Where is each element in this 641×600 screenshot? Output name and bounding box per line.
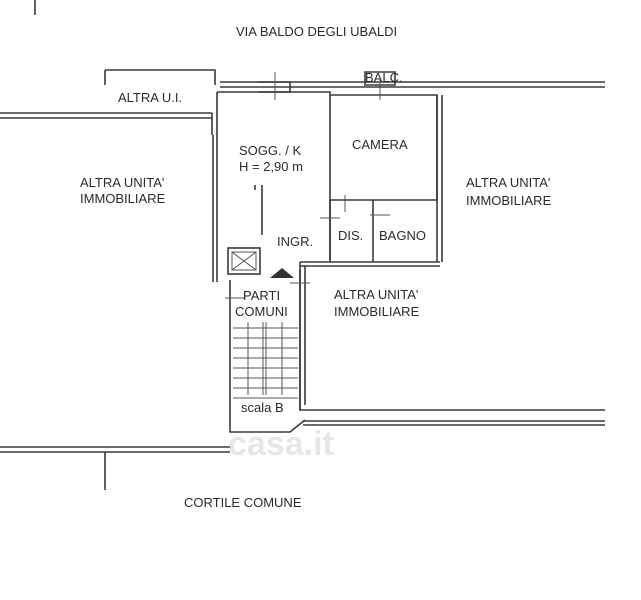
elevator (227, 247, 261, 275)
axis-marks (225, 72, 390, 299)
neighbour-left-1: ALTRA UNITA' (80, 175, 164, 190)
common-label-2: COMUNI (235, 304, 288, 319)
neighbour-right-2: IMMOBILIARE (466, 193, 552, 208)
room-entrance: INGR. (277, 234, 313, 249)
staircase (233, 322, 298, 399)
room-living: SOGG. / K (239, 143, 301, 158)
common-label-1: PARTI (243, 288, 280, 303)
room-bedroom: CAMERA (352, 137, 408, 152)
room-height: H = 2,90 m (239, 159, 303, 174)
neighbour-middle-1: ALTRA UNITA' (334, 287, 418, 302)
room-hall: DIS. (338, 228, 363, 243)
balcony-label: BALC. (365, 70, 403, 85)
neighbour-top-left: ALTRA U.I. (118, 90, 182, 105)
entrance-arrow-icon (270, 268, 294, 278)
watermark: casa.it (228, 425, 334, 463)
room-bathroom: BAGNO (379, 228, 426, 243)
stair-label: scala B (241, 400, 284, 415)
neighbour-middle-2: IMMOBILIARE (334, 304, 420, 319)
courtyard-label: CORTILE COMUNE (184, 495, 302, 510)
street-label: VIA BALDO DEGLI UBALDI (236, 24, 397, 39)
walls (0, 0, 605, 490)
neighbour-left-2: IMMOBILIARE (80, 191, 166, 206)
neighbour-right-1: ALTRA UNITA' (466, 175, 550, 190)
